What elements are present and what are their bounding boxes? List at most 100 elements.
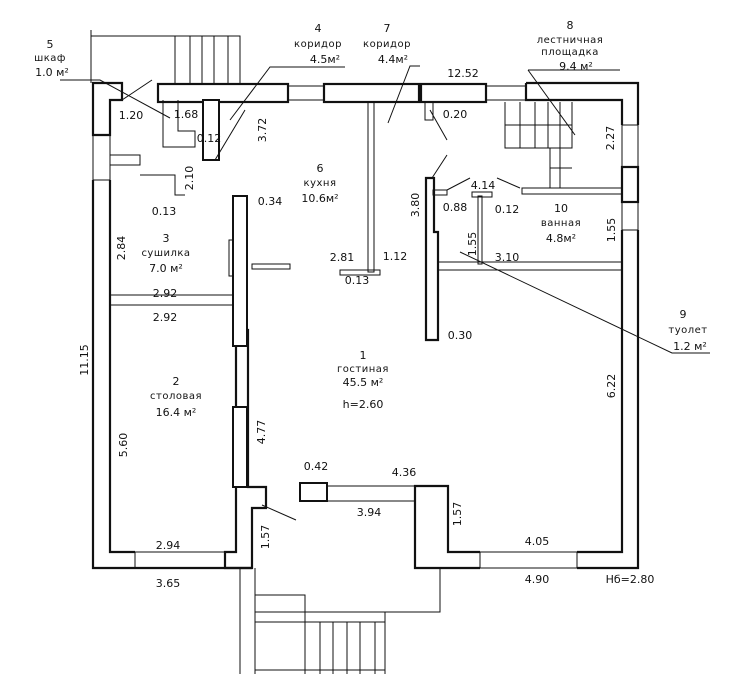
dimension-label: 1.55 <box>466 232 479 257</box>
room-text: площадка <box>541 47 599 58</box>
walls <box>60 30 710 674</box>
dimension-label: 2.10 <box>183 166 196 191</box>
dimension-label: 4.36 <box>392 466 417 479</box>
dimension-label: 4.90 <box>525 573 550 586</box>
dimension-label: 0.20 <box>443 108 468 121</box>
room-text: туолет <box>668 325 707 336</box>
room-text: 10 <box>554 202 568 215</box>
wall-segment <box>90 30 241 83</box>
wall-segment <box>110 100 196 196</box>
wall-segment <box>477 195 483 265</box>
wall-segment <box>424 101 434 121</box>
building-height: Hб=2.80 <box>606 573 655 586</box>
wall-segment <box>432 189 448 196</box>
room-text: 9 <box>680 308 687 321</box>
room-text: 4.4м² <box>378 53 408 66</box>
wall-segment <box>339 269 381 276</box>
room-text: 2 <box>173 375 180 388</box>
dimension-label: 5.60 <box>117 433 130 458</box>
dimension-label: 0.12 <box>495 203 520 216</box>
wall-segment <box>232 406 248 488</box>
wall-segment <box>92 134 111 181</box>
dimension-labels: 1.20 1.68 0.12 3.72 2.10 0.13 0.34 2.84 … <box>78 67 654 590</box>
room-6-label: 6 кухня 10.6м² <box>301 162 338 205</box>
dimension-label: 0.13 <box>345 274 370 287</box>
wall-segment <box>621 201 639 231</box>
room-text: 45.5 м² <box>343 376 384 389</box>
room-text: h=2.60 <box>343 398 384 411</box>
room-text: 7.0 м² <box>149 262 183 275</box>
room-text: кухня <box>304 178 337 189</box>
room-text: 6 <box>317 162 324 175</box>
wall-segment <box>232 195 248 347</box>
dimension-label: 1.55 <box>605 218 618 243</box>
dimension-label: 1.12 <box>383 250 408 263</box>
dimension-label: 2.92 <box>153 287 178 300</box>
dimension-label: 2.92 <box>153 311 178 324</box>
dimension-label: 1.68 <box>174 108 199 121</box>
dimension-label: 1.20 <box>119 109 144 122</box>
wall-segment <box>620 165 640 204</box>
wall-segment <box>228 239 234 277</box>
dimension-label: 2.27 <box>604 126 617 151</box>
wall-segment <box>239 568 441 674</box>
dimension-label: 3.65 <box>156 577 181 590</box>
wall-segment <box>60 65 710 521</box>
dimension-label: 0.42 <box>304 460 329 473</box>
wall-segment <box>251 263 291 270</box>
room-text: 1.2 м² <box>673 340 707 353</box>
wall-segment <box>326 485 416 502</box>
room-text: шкаф <box>34 53 66 64</box>
dimension-label: 2.84 <box>115 236 128 261</box>
dimension-label: 0.88 <box>443 201 468 214</box>
dimension-label: 3.72 <box>256 118 269 143</box>
wall-segment <box>202 99 220 161</box>
dimension-label: 1.57 <box>451 502 464 527</box>
wall-segment <box>479 551 578 569</box>
wall-segment <box>577 230 640 570</box>
wall-segment <box>504 102 573 188</box>
room-text: гостиная <box>337 364 389 375</box>
dimension-label: 12.52 <box>447 67 479 80</box>
wall-segment <box>156 82 290 104</box>
room-text: 1 <box>360 349 367 362</box>
wall-segment <box>91 81 124 137</box>
room-text: 4 <box>315 22 322 35</box>
wall-segment <box>223 328 268 570</box>
room-text: 10.6м² <box>301 192 338 205</box>
dimension-label: 1.57 <box>259 525 272 550</box>
wall-segment <box>621 124 639 168</box>
dimension-label: 3.94 <box>357 506 382 519</box>
wall-segment <box>424 176 440 342</box>
wall-segment <box>287 85 325 101</box>
room-text: 7 <box>384 22 391 35</box>
dimension-label: 11.15 <box>78 344 91 376</box>
room-text: сушилка <box>141 248 190 259</box>
dimension-label: 4.05 <box>525 535 550 548</box>
wall-segment <box>299 482 328 502</box>
dimension-label: 2.81 <box>330 251 355 264</box>
wall-segment <box>322 82 421 104</box>
dimension-label: 0.30 <box>448 329 473 342</box>
room-text: 3 <box>163 232 170 245</box>
wall-segment <box>485 85 527 101</box>
room-text: 5 <box>47 38 54 51</box>
wall-segment <box>419 82 488 104</box>
room-text: 8 <box>567 19 574 32</box>
wall-segment <box>413 484 480 570</box>
wall-segment <box>524 81 640 125</box>
wall-segment <box>521 187 623 195</box>
room-text: лестничная <box>537 35 604 46</box>
dimension-label: 3.80 <box>409 193 422 218</box>
wall-segment <box>134 551 226 569</box>
dimension-label: 0.12 <box>197 132 222 145</box>
wall-segment <box>437 261 623 271</box>
